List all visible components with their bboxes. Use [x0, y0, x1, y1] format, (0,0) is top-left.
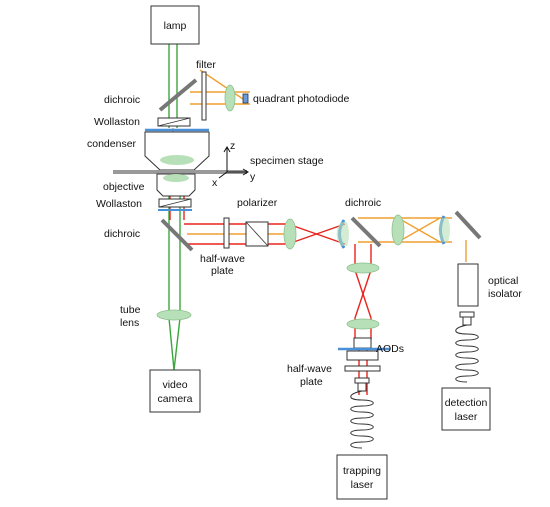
half-wave-plate-2-label-line1: half-wave — [287, 363, 332, 375]
lens-horizontal-2-fill — [336, 222, 349, 246]
detection-mirror — [454, 210, 482, 240]
optical-isolator: optical isolator — [457, 263, 522, 307]
half-wave-plate-2: half-wave plate — [287, 363, 381, 388]
half-wave-plate-1: half-wave plate — [200, 217, 245, 277]
dichroic-top: dichroic — [104, 78, 198, 112]
specimen-stage-label: specimen stage — [250, 155, 324, 167]
tube-lens-label-line2: lens — [120, 317, 139, 329]
lamp-label: lamp — [164, 20, 187, 32]
trapping-laser-label-line1: trapping — [343, 465, 381, 477]
axis-y-label: y — [250, 171, 256, 183]
optical-isolator-label-line1: optical — [488, 275, 518, 287]
half-wave-plate-1-label-line1: half-wave — [200, 253, 245, 265]
detection-fiber — [455, 311, 479, 383]
dichroic-left-label: dichroic — [104, 228, 140, 240]
optical-isolator-label-line2: isolator — [488, 288, 522, 300]
lens-vertical-1 — [346, 262, 380, 274]
wollaston-bottom-label: Wollaston — [96, 198, 142, 210]
half-wave-plate-1-label-line2: plate — [211, 265, 234, 277]
photodiode-lens — [224, 84, 236, 112]
lens-vertical-2 — [346, 318, 380, 330]
detection-laser: detection laser — [441, 387, 491, 431]
half-wave-plate-2-label-line2: plate — [300, 376, 323, 388]
objective: objective — [103, 173, 196, 197]
tube-lens-label-line1: tube — [120, 304, 141, 316]
axis-x-label: x — [212, 177, 218, 189]
quadrant-photodiode-label: quadrant photodiode — [253, 93, 349, 105]
detection-laser-label-line1: detection — [445, 397, 488, 409]
condenser: condenser — [87, 128, 210, 171]
lens-detection-1 — [391, 214, 405, 246]
lamp: lamp — [150, 5, 200, 45]
dichroic-top-label: dichroic — [104, 94, 140, 106]
dichroic-right: dichroic — [345, 197, 382, 248]
coordinate-axes — [218, 146, 249, 179]
video-camera-label-line2: camera — [157, 393, 192, 405]
filter-label: filter — [196, 59, 216, 71]
axis-z-label: z — [230, 140, 235, 152]
trapping-laser: trapping laser — [336, 454, 388, 500]
video-camera: video camera — [149, 369, 201, 413]
polarizer: polarizer — [237, 197, 278, 247]
tube-lens: tube lens — [120, 304, 192, 329]
objective-label: objective — [103, 181, 145, 193]
dichroic-right-label: dichroic — [345, 197, 381, 209]
condenser-label: condenser — [87, 138, 137, 150]
filter: filter — [196, 59, 216, 121]
lens-detection-2-fill — [438, 218, 450, 242]
aods: AODs — [338, 337, 404, 361]
video-camera-label-line1: video — [162, 379, 187, 391]
trapping-fiber — [350, 377, 374, 449]
dichroic-left: dichroic — [104, 218, 194, 252]
polarizer-label: polarizer — [237, 197, 278, 209]
lens-horizontal-1 — [283, 218, 297, 250]
quadrant-photodiode: quadrant photodiode — [242, 93, 349, 105]
detection-laser-label-line2: laser — [455, 411, 478, 423]
wollaston-top-label: Wollaston — [94, 116, 140, 128]
specimen-stage: specimen stage — [113, 155, 324, 174]
aods-label: AODs — [376, 343, 404, 355]
imaging-beam-path — [168, 44, 181, 371]
wollaston-bottom: Wollaston — [96, 198, 192, 211]
wollaston-top: Wollaston — [94, 116, 191, 128]
trapping-laser-label-line2: laser — [351, 479, 374, 491]
